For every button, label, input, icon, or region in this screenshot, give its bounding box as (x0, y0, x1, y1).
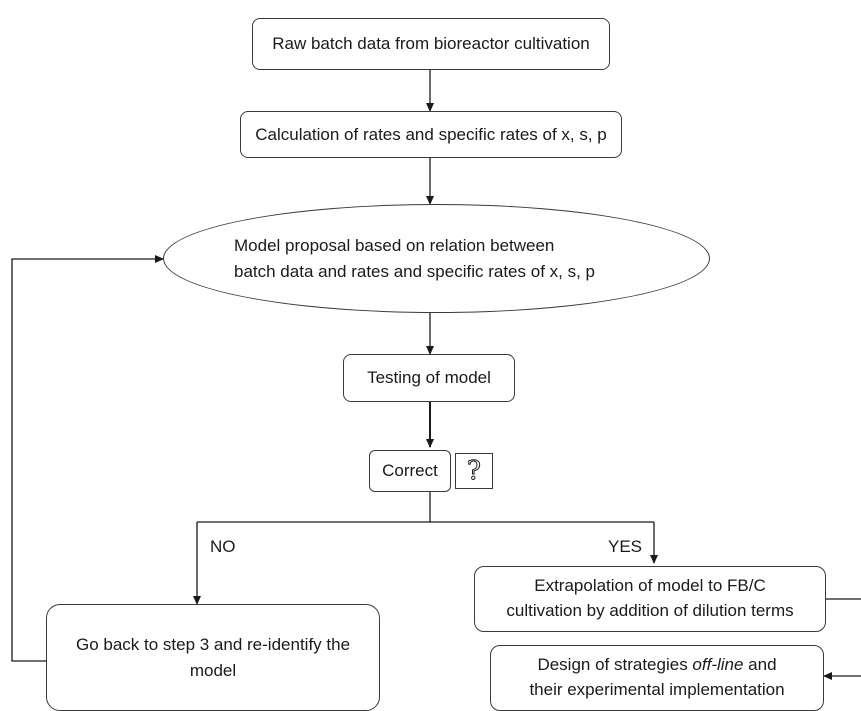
design-prefix: Design of strategies (537, 655, 693, 675)
extrapolation-line-2: cultivation by addition of dilution term… (506, 601, 794, 620)
node-extrapolation-of-model: Extrapolation of model to FB/C cultivati… (474, 566, 826, 632)
extrapolation-line-1: Extrapolation of model to FB/C (534, 576, 766, 596)
node-go-back-step-3: Go back to step 3 and re-identify the mo… (46, 604, 380, 711)
node-testing-of-model: Testing of model (343, 354, 515, 402)
design-line-1: Design of strategies off-line and (529, 653, 784, 678)
node-model-proposal: Model proposal based on relation between… (163, 204, 710, 313)
model-proposal-line-1: Model proposal based on relation between (234, 236, 555, 255)
branch-label-no: NO (210, 537, 236, 556)
node-correct-label: Correct (382, 461, 438, 481)
model-proposal-line-2: batch data and rates and specific rates … (234, 262, 595, 281)
node-design-of-strategies: Design of strategies off-line and their … (490, 645, 824, 711)
loop-back-line (11, 255, 164, 662)
branch-label-yes: YES (608, 537, 643, 556)
node-raw-batch-data: Raw batch data from bioreactor cultivati… (252, 18, 610, 70)
node-testing-of-model-label: Testing of model (367, 368, 491, 388)
question-mark-icon: ? (455, 453, 493, 489)
node-raw-batch-data-label: Raw batch data from bioreactor cultivati… (272, 34, 590, 54)
go-back-line-1: Go back to step 3 and re-identify the (75, 635, 351, 654)
question-mark-glyph: ? (467, 456, 482, 487)
design-line-2: their experimental implementation (529, 680, 785, 699)
node-correct-decision: Correct (369, 450, 451, 492)
node-calculation-of-rates-label: Calculation of rates and specific rates … (255, 124, 607, 144)
design-suffix: and (743, 655, 777, 675)
design-italic: off-line (692, 655, 744, 675)
node-calculation-of-rates: Calculation of rates and specific rates … (240, 111, 622, 158)
go-back-line-2: model (189, 661, 237, 681)
